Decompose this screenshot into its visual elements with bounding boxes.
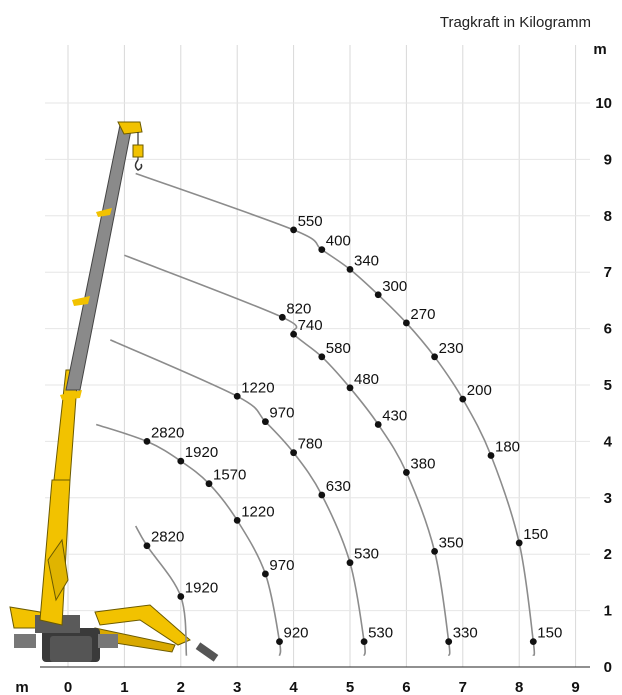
y-tick-label: 10	[595, 95, 612, 112]
load-point	[290, 449, 297, 457]
x-tick-label: 7	[459, 679, 467, 695]
load-label: 150	[537, 625, 562, 642]
load-point	[431, 353, 438, 361]
load-point	[403, 469, 410, 476]
load-label: 180	[495, 439, 520, 456]
load-point	[318, 491, 326, 499]
load-point	[143, 542, 151, 550]
x-tick-label: 3	[233, 679, 241, 695]
y-tick-label: 8	[604, 208, 612, 225]
load-label: 1920	[185, 444, 218, 461]
load-label: 380	[410, 455, 435, 472]
load-arcs	[95, 172, 536, 657]
y-tick-label: 2	[604, 546, 612, 563]
load-point	[346, 384, 354, 392]
load-points: 2820192028201920157012209709201220970780…	[143, 213, 562, 646]
load-label: 330	[453, 625, 478, 642]
load-label: 150	[523, 526, 548, 543]
load-label: 230	[439, 340, 464, 357]
load-label: 1220	[241, 503, 274, 520]
load-label: 400	[326, 233, 351, 250]
load-arc-2	[95, 423, 282, 656]
y-tick-label: 3	[604, 490, 612, 507]
load-point	[487, 452, 495, 459]
load-point	[177, 457, 185, 465]
load-label: 530	[368, 625, 393, 642]
load-label: 1920	[185, 580, 218, 597]
load-arc-5	[135, 172, 536, 657]
load-label: 1570	[213, 467, 246, 484]
x-tick-label: 0	[64, 679, 72, 695]
x-tick-label: 2	[177, 679, 185, 695]
load-label: 300	[382, 278, 407, 295]
load-point	[445, 638, 453, 646]
load-point	[431, 547, 438, 555]
load-point	[360, 638, 368, 646]
load-point	[459, 395, 467, 403]
load-point	[262, 418, 269, 426]
load-label: 530	[354, 546, 379, 563]
load-point	[318, 353, 326, 361]
load-label: 2820	[151, 424, 184, 441]
x-tick-label: 1	[120, 679, 128, 695]
load-point	[374, 291, 382, 299]
load-point	[374, 421, 382, 428]
load-point	[262, 570, 269, 578]
x-axis-unit: m	[15, 679, 28, 695]
spider-crane-icon	[9, 121, 219, 662]
load-point	[346, 265, 354, 273]
load-label: 2820	[151, 529, 184, 546]
load-point	[346, 559, 354, 567]
load-point	[177, 593, 185, 600]
y-tick-label: 9	[604, 151, 612, 168]
load-point	[276, 638, 283, 646]
load-label: 350	[439, 534, 464, 551]
load-label: 340	[354, 252, 379, 269]
y-tick-label: 1	[604, 603, 612, 620]
load-point	[233, 516, 241, 524]
x-tick-label: 4	[289, 679, 298, 695]
load-label: 820	[286, 300, 311, 317]
load-label: 430	[382, 407, 407, 424]
load-point	[278, 313, 286, 321]
load-label: 480	[354, 371, 379, 388]
load-label: 630	[326, 478, 351, 495]
y-tick-label: 7	[604, 264, 612, 281]
load-label: 1220	[241, 379, 274, 396]
load-point	[205, 480, 213, 488]
chart-title: Tragkraft in Kilogramm	[440, 14, 591, 31]
y-tick-label: 6	[604, 321, 612, 338]
y-tick-label: 5	[604, 377, 612, 394]
load-label: 780	[298, 436, 323, 453]
load-label: 550	[298, 213, 323, 230]
y-tick-label: 0	[604, 659, 612, 676]
y-axis-unit: m	[593, 41, 606, 58]
load-point	[290, 330, 297, 338]
load-point	[233, 392, 241, 400]
x-tick-label: 6	[402, 679, 410, 695]
load-point	[529, 638, 537, 646]
load-point	[318, 246, 326, 254]
load-label: 270	[410, 306, 435, 323]
load-point	[290, 226, 297, 234]
load-label: 970	[269, 405, 294, 422]
load-label: 740	[298, 317, 323, 334]
load-arc-1	[134, 525, 188, 656]
load-point	[143, 438, 151, 445]
load-label: 200	[467, 382, 492, 399]
x-tick-label: 8	[515, 679, 523, 695]
load-label: 920	[284, 625, 309, 642]
x-tick-label: 9	[571, 679, 579, 695]
load-label: 970	[269, 557, 294, 574]
axis-ticks: 0 1 2 3 4 5 6 7 8 9 0 1 2 3 4 5 6 7 8 9 10	[64, 95, 613, 695]
load-point	[515, 539, 523, 547]
y-tick-label: 4	[604, 433, 613, 450]
load-label: 580	[326, 340, 351, 357]
load-point	[403, 319, 410, 327]
x-tick-label: 5	[346, 679, 354, 695]
